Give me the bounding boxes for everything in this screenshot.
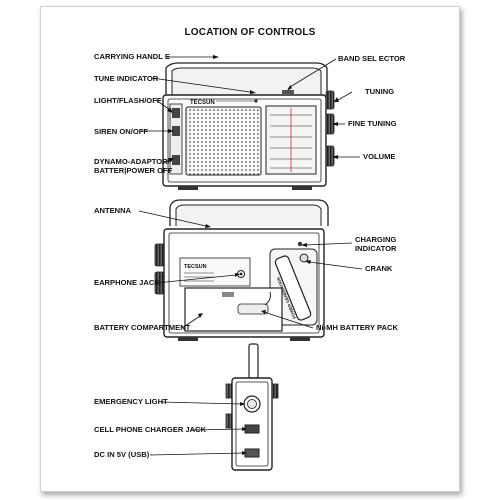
- page-title: LOCATION OF CONTROLS: [184, 27, 316, 38]
- label-nimh-battery-pack: Ni-MH BATTERY PACK: [316, 323, 398, 332]
- leader-lines: [138, 55, 363, 456]
- brand-logo: TECSUN: [190, 100, 215, 106]
- label-battery-compartment: BATTERY COMPARTMENT: [94, 323, 191, 332]
- label-indicator: INDICATOR: [355, 244, 397, 253]
- volume-knob: [325, 145, 335, 167]
- tuning-knob: [325, 90, 335, 110]
- tune-indicator-led: [254, 99, 258, 103]
- label-antenna: ANTENNA: [94, 206, 132, 215]
- label-light-flash-off: LIGHT/FLASH/OFF: [94, 96, 162, 105]
- label-fine-tuning: FINE TUNING: [348, 119, 397, 128]
- label-emergency-light: EMERGENCY LIGHT: [94, 397, 168, 406]
- speaker-grille: [185, 106, 262, 176]
- dynamo-switch: [172, 155, 180, 165]
- radio-side-view: [225, 343, 279, 471]
- nimh-battery-pack: [237, 303, 269, 315]
- label-charging: CHARGING: [355, 235, 397, 244]
- label-earphone-jack: EARPHONE JACK: [94, 278, 160, 287]
- dc-in-usb-port: [244, 448, 260, 458]
- light-switch: [172, 108, 180, 118]
- label-dc-in-usb: DC IN 5V (USB): [94, 450, 150, 459]
- crank-arm: [274, 255, 312, 321]
- label-battery-power-off: BATTER|POWER OFF: [94, 166, 173, 175]
- label-dynamo-adaptor: DYNAMO-ADAPTOR/: [94, 157, 170, 166]
- label-cell-phone-charger-jack: CELL PHONE CHARGER JACK: [94, 425, 207, 434]
- radio-front-view: TECSUN: [162, 62, 335, 190]
- cell-phone-charger-jack: [244, 424, 260, 434]
- svg-text:TECSUN: TECSUN: [184, 264, 207, 270]
- charging-indicator-led: [297, 241, 303, 247]
- label-carrying-handle: CARRYING HANDL E: [94, 52, 170, 61]
- label-siren-on-off: SIREN ON/OFF: [94, 127, 149, 136]
- radio-back-view: TECSUN POWER GENERATION: [154, 199, 329, 341]
- label-crank: CRANK: [365, 264, 393, 273]
- band-selector: [282, 90, 294, 96]
- siren-switch: [172, 126, 180, 136]
- label-tune-indicator: TUNE INDICATOR: [94, 74, 159, 83]
- label-volume: VOLUME: [363, 152, 396, 161]
- side-handle: [248, 343, 259, 379]
- label-band-selector: BAND SEL ECTOR: [338, 54, 406, 63]
- label-tuning: TUNING: [365, 87, 395, 96]
